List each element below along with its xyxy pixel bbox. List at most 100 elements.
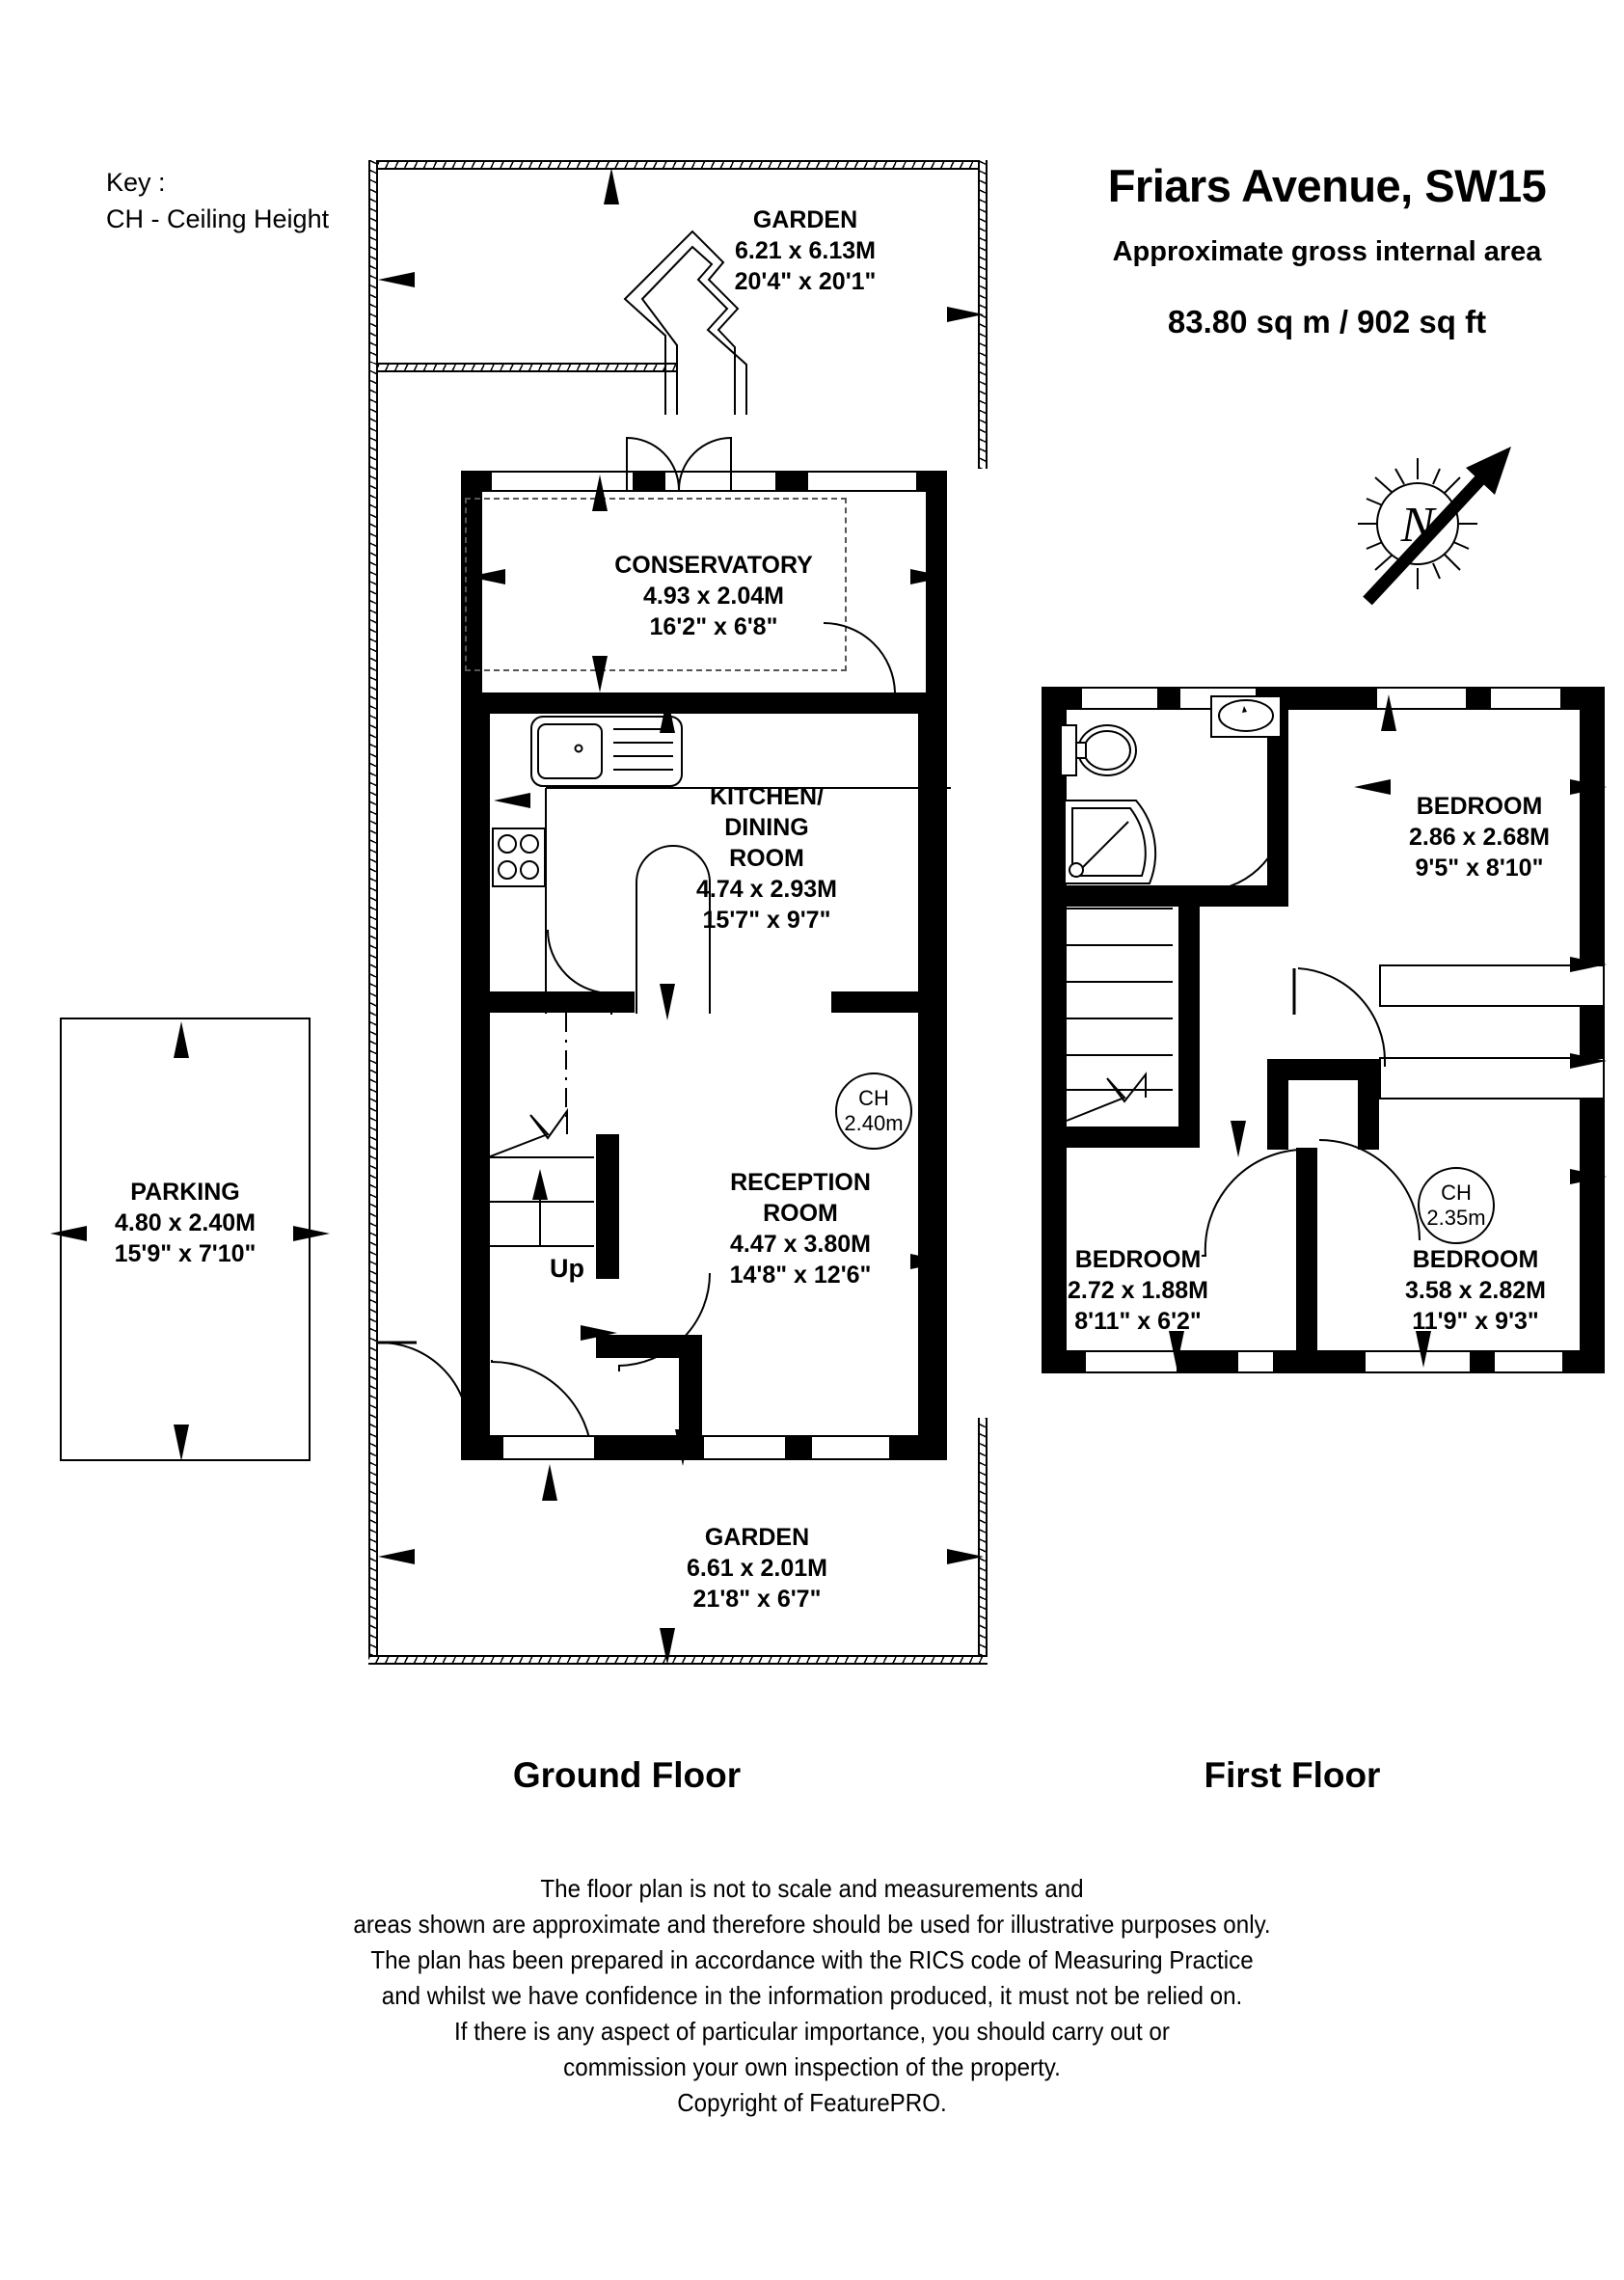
- conservatory-interior-door-arc: [823, 622, 896, 693]
- conservatory-glazing-outline: [465, 498, 847, 671]
- caption-first-floor: First Floor: [1204, 1755, 1381, 1795]
- conservatory-metric: 4.93 x 2.04M: [643, 583, 784, 610]
- kitchen-imperial: 15'7" x 9'7": [702, 907, 831, 934]
- ff-window-bottom-1: [1084, 1350, 1178, 1373]
- ff-staircase: [1066, 908, 1173, 1122]
- stairs-up-label: Up: [528, 1254, 606, 1284]
- key-ch-definition: CH - Ceiling Height: [106, 204, 330, 233]
- bedroom1-metric: 2.86 x 2.68M: [1409, 824, 1550, 851]
- page-title: Friars Avenue, SW15: [1107, 160, 1547, 211]
- ff-dimension-arrows: [1169, 694, 1607, 1368]
- disclaimer-line-6: commission your own inspection of the pr…: [563, 2052, 1061, 2081]
- compass-arrow-head: [1466, 447, 1511, 495]
- reception-imperial: 14'8" x 12'6": [729, 1262, 872, 1289]
- bedroom3-metric: 3.58 x 2.82M: [1405, 1277, 1546, 1304]
- kitchen-wall-top: [461, 692, 947, 714]
- ff-wardrobe-lower: [1379, 1057, 1605, 1099]
- front-wall-mid2: [787, 1435, 810, 1460]
- key-legend: Key : CH - Ceiling Height: [106, 164, 329, 237]
- reception-name-line2: ROOM: [763, 1200, 838, 1227]
- disclaimer-line-5: If there is any aspect of particular imp…: [454, 2017, 1170, 2046]
- parking-name: PARKING: [130, 1179, 240, 1206]
- garden-top-imperial: 20'4" x 20'1": [734, 268, 877, 295]
- room-label-parking: PARKING 4.80 x 2.40M 15'9" x 7'10": [50, 1177, 320, 1269]
- garden-boundary-bottom: [368, 1655, 988, 1665]
- ground-floor-plan: GARDEN 6.21 x 6.13M 20'4" x 20'1" CONSER…: [0, 0, 1022, 1736]
- conservatory-name: CONSERVATORY: [614, 552, 813, 579]
- conservatory-wall-right: [926, 471, 947, 692]
- ff-cupboard-wall-top: [1267, 1059, 1379, 1080]
- room-label-bedroom2: BEDROOM 2.72 x 1.88M 8'11" x 6'2": [993, 1244, 1283, 1337]
- disclaimer-line-4: and whilst we have confidence in the inf…: [381, 1981, 1243, 2010]
- kitchen-worktop-outline: [545, 787, 951, 1014]
- ff-window-bottom-2: [1236, 1350, 1275, 1373]
- reception-name-line1: RECEPTION: [730, 1169, 871, 1196]
- parking-outline: [60, 1018, 311, 1461]
- bedroom2-imperial: 8'11" x 6'2": [1074, 1308, 1202, 1335]
- bedroom1-name: BEDROOM: [1416, 793, 1543, 820]
- ch-label-ground: CH: [858, 1086, 889, 1110]
- ff-wall-left: [1042, 687, 1067, 1373]
- garden-path: [623, 230, 747, 415]
- room-label-bedroom3: BEDROOM 3.58 x 2.82M 11'9" x 9'3": [1340, 1244, 1610, 1337]
- garden-top-metric: 6.21 x 6.13M: [735, 237, 876, 264]
- gross-internal-area: 83.80 sq m / 902 sq ft: [1167, 304, 1487, 339]
- conservatory-door-arcs: [626, 436, 732, 491]
- ff-wall-top-mid1: [1159, 687, 1178, 710]
- ff-window-top-1: [1080, 687, 1159, 710]
- bathroom-wall-bottom: [1042, 885, 1288, 907]
- conservatory-dimension-arrows: [469, 475, 947, 692]
- room-label-kitchen-dining: KITCHEN/ DINING ROOM 4.74 x 2.93M 15'7" …: [646, 781, 887, 936]
- kitchen-wall-bottom-right: [831, 991, 947, 1013]
- garden-boundary-left-return: [368, 363, 677, 372]
- parking-dimension-arrows: [50, 1021, 330, 1461]
- ff-landing-wall-right: [1178, 907, 1200, 1148]
- conservatory-wall-top-mid: [635, 471, 663, 492]
- garden-bottom-metric: 6.61 x 2.01M: [687, 1555, 827, 1582]
- room-label-conservatory: CONSERVATORY 4.93 x 2.04M 16'2" x 6'8": [559, 550, 868, 642]
- ff-window-top-3: [1375, 687, 1468, 710]
- front-wall-right: [891, 1435, 947, 1460]
- ff-window-bottom-3: [1364, 1350, 1472, 1373]
- ch-value-first: 2.35m: [1426, 1206, 1486, 1230]
- garden-bottom-imperial: 21'8" x 6'7": [692, 1586, 822, 1613]
- ceiling-height-badge-first: CH 2.35m: [1418, 1167, 1495, 1244]
- conservatory-window-top-3: [806, 471, 918, 492]
- conservatory-window-top-2: [663, 471, 777, 492]
- kitchen-name-line2: DINING: [724, 814, 809, 841]
- garden-bottom-name: GARDEN: [704, 1524, 810, 1551]
- front-wall-left: [461, 1435, 501, 1460]
- compass-circle: [1376, 482, 1459, 565]
- garden-boundary-left-upper: [368, 160, 378, 372]
- garden-boundary-right-lower: [978, 1418, 988, 1665]
- parking-area: PARKING 4.80 x 2.40M 15'9" x 7'10": [50, 1018, 330, 1461]
- disclaimer-line-1: The floor plan is not to scale and measu…: [540, 1874, 1084, 1903]
- side-gate-arc: [378, 1341, 470, 1432]
- front-window-1: [702, 1435, 787, 1460]
- room-label-garden-top: GARDEN 6.21 x 6.13M 20'4" x 20'1": [675, 204, 935, 297]
- house-wall-left-kitchen: [461, 692, 490, 1013]
- ch-label-first: CH: [1441, 1181, 1472, 1205]
- conservatory-wall-top-right: [777, 471, 806, 492]
- ff-hall-wall-vertical: [1296, 1148, 1317, 1373]
- ff-window-top-4: [1489, 687, 1562, 710]
- bathroom-door-arc: [1201, 810, 1286, 893]
- bathroom-wall-right: [1267, 710, 1288, 907]
- copyright-line: Copyright of FeaturePRO.: [677, 2088, 947, 2117]
- ff-bedroom1-door-arc: [1292, 967, 1387, 1067]
- garden-top-dimension-arrows: [378, 168, 984, 322]
- room-label-bedroom1: BEDROOM 2.86 x 2.68M 9'5" x 8'10": [1350, 791, 1609, 883]
- up-label-text: Up: [550, 1254, 584, 1283]
- first-floor-plan: CH 2.35m BEDROOM 2.86 x 2.68M 9'5" x 8'1…: [1022, 0, 1624, 1736]
- front-window-2: [810, 1435, 891, 1460]
- ff-wall-top-mid3: [1468, 687, 1489, 710]
- disclaimer-line-2: areas shown are approximate and therefor…: [353, 1910, 1271, 1939]
- bathroom-fixtures: [1060, 695, 1282, 884]
- reception-metric: 4.47 x 3.80M: [730, 1231, 871, 1258]
- compass-rose: N: [1350, 439, 1553, 622]
- bedroom2-metric: 2.72 x 1.88M: [1068, 1277, 1208, 1304]
- room-label-reception: RECEPTION ROOM 4.47 x 3.80M 14'8" x 12'6…: [675, 1167, 926, 1290]
- ff-landing-wall-bottom: [1042, 1126, 1200, 1148]
- room-label-garden-bottom: GARDEN 6.61 x 2.01M 21'8" x 6'7": [598, 1522, 916, 1615]
- kitchen-name-line3: ROOM: [729, 845, 804, 872]
